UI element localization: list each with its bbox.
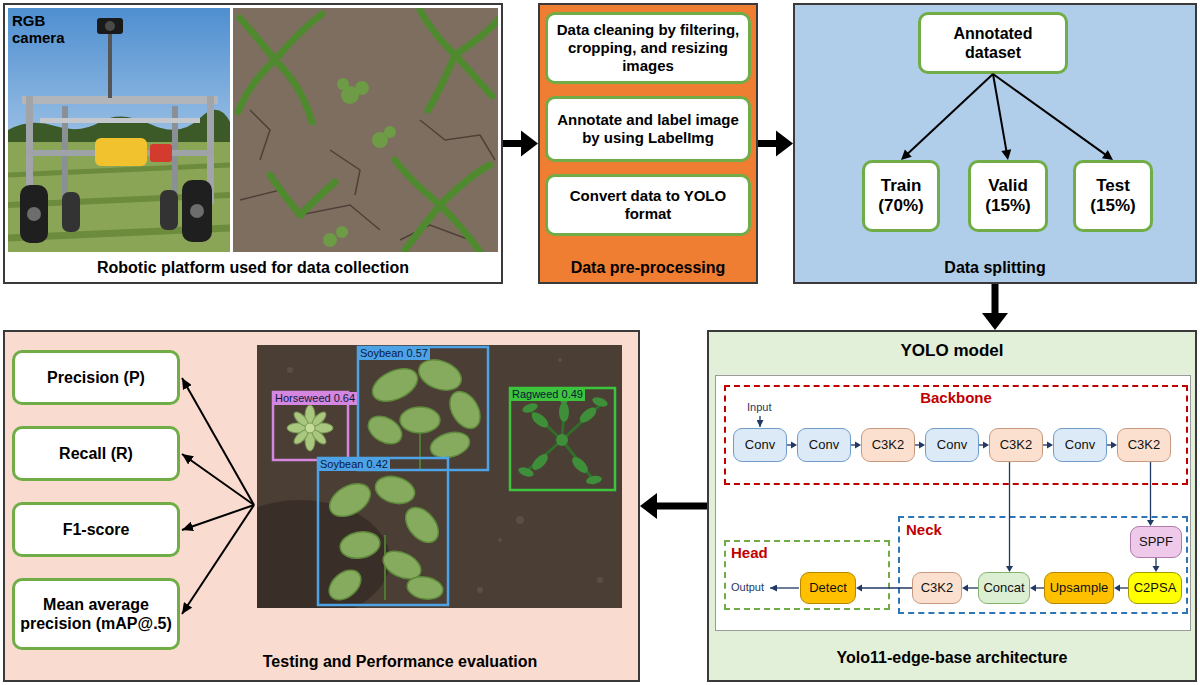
panel-title: YOLO model (707, 341, 1197, 361)
arrow-head (982, 313, 1008, 330)
process-box: Annotate and label image by using LabelI… (545, 96, 751, 162)
panel-title: Data pre-processing (538, 258, 758, 277)
connector-arrow (640, 493, 707, 519)
box-label: Conv (745, 438, 775, 453)
box-label: Conv (1065, 438, 1095, 453)
box-label: Concat (983, 581, 1024, 596)
box-label: C2PSA (1134, 581, 1177, 596)
metric-box: Mean average precision (mAP@.5) (12, 578, 180, 650)
connector-arrow (982, 284, 1008, 330)
box-label: Valid (15%) (974, 176, 1042, 217)
box-label: Data cleaning by filtering, cropping, an… (551, 21, 745, 75)
detection-label: Soybean 0.42 (318, 458, 390, 471)
box-label: Convert data to YOLO format (551, 187, 745, 223)
layer-block: Upsample (1044, 572, 1114, 604)
box-label: Test (15%) (1079, 176, 1147, 217)
metric-box: F1-score (12, 502, 180, 557)
box-label: Mean average precision (mAP@.5) (18, 595, 174, 633)
group-title: Neck (906, 521, 976, 539)
layer-block: C3K2 (1117, 428, 1171, 462)
box-label: Recall (R) (59, 444, 133, 463)
box-label: Conv (809, 438, 839, 453)
box-label: Annotate and label image by using LabelI… (551, 111, 745, 147)
group-box: NeckSPPF C2PSA Upsample Concat C3K2 (898, 516, 1188, 614)
box-label: F1-score (63, 520, 130, 539)
box-label: C3K2 (921, 581, 954, 596)
box-label: Precision (P) (47, 368, 145, 387)
layer-block: Conv (797, 428, 851, 462)
panel-title: Robotic platform used for data collectio… (3, 258, 503, 277)
arrow-head (776, 131, 793, 157)
io-label: Output (731, 581, 764, 593)
box-label: Train (70%) (868, 176, 934, 217)
io-label: Input (747, 401, 771, 413)
layer-block: Conv (733, 428, 787, 462)
box-label: Annotated dataset (924, 24, 1062, 62)
layer-block: C2PSA (1128, 572, 1182, 604)
layer-block: Concat (978, 572, 1030, 604)
connector-line (758, 140, 779, 147)
group-box: HeadDetect (724, 540, 890, 610)
layer-block: C3K2 (912, 572, 962, 604)
arrow-head (640, 493, 657, 519)
connector-line (992, 284, 999, 316)
panel-title: Data splitting (793, 258, 1197, 277)
layer-block: Conv (1053, 428, 1107, 462)
group-title: Head (731, 544, 791, 562)
detection-label: Ragweed 0.49 (510, 388, 585, 401)
panel: Robotic platform used for data collectio… (3, 3, 503, 284)
layer-block: C3K2 (861, 428, 915, 462)
panel: Data splitting Annotated datasetTrain (70… (793, 3, 1197, 284)
box-label: Conv (937, 438, 967, 453)
layer-block: C3K2 (989, 428, 1043, 462)
process-box: Data cleaning by filtering, cropping, an… (545, 12, 751, 84)
box-label: C3K2 (1128, 438, 1161, 453)
arrow-head (521, 131, 538, 157)
panel-caption: Yolo11-edge-base architecture (707, 648, 1197, 667)
metric-box: Recall (R) (12, 426, 180, 481)
process-box: Annotated dataset (918, 12, 1068, 74)
box-label: Upsample (1050, 581, 1109, 596)
detection-label: Horseweed 0.64 (273, 392, 357, 405)
split-box: Train (70%) (862, 160, 940, 232)
detection-label: Soybean 0.57 (358, 347, 430, 360)
box-label: C3K2 (872, 438, 905, 453)
layer-block: Detect (800, 572, 856, 604)
group-box: BackboneConv Conv C3K2 Conv C3K2 Conv C3K2 (724, 385, 1188, 485)
layer-block: SPPF (1130, 526, 1182, 558)
box-label: C3K2 (1000, 438, 1033, 453)
layer-block: Conv (925, 428, 979, 462)
panel: Testing and Performance evaluation Precis… (3, 330, 640, 682)
photo-label: RGB camera (12, 12, 76, 47)
process-box: Convert data to YOLO format (545, 174, 751, 236)
connector-arrow (758, 131, 793, 157)
box-label: Detect (809, 581, 847, 596)
metric-box: Precision (P) (12, 350, 180, 405)
connector-line (654, 503, 707, 510)
panel: Data pre-processing Data cleaning by filt… (538, 3, 758, 284)
panel-title: Testing and Performance evaluation (230, 652, 570, 671)
split-box: Valid (15%) (968, 160, 1048, 232)
connector-line (503, 140, 524, 147)
connector-arrow (503, 131, 538, 157)
split-box: Test (15%) (1073, 160, 1153, 232)
box-label: SPPF (1139, 535, 1173, 550)
panel: YOLO modelYolo11-edge-base architecture B… (707, 330, 1197, 682)
group-title: Backbone (724, 389, 1188, 407)
